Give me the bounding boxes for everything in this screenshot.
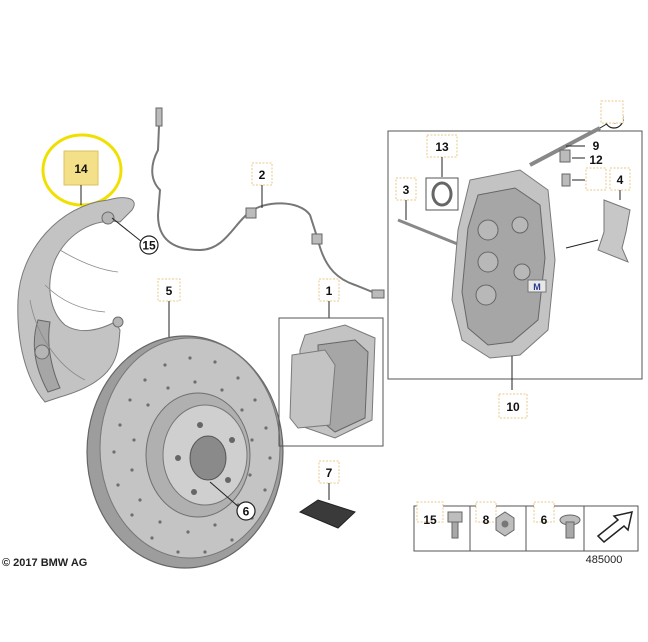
hardware-6[interactable]: 6	[541, 513, 548, 527]
diagram-number: 485000	[586, 554, 623, 566]
seal-ring	[431, 181, 453, 207]
callout-6-circle[interactable]	[236, 501, 256, 521]
highlight-ring	[41, 133, 123, 207]
bolt-6	[559, 514, 581, 539]
hardware-15[interactable]: 15	[423, 513, 437, 527]
label-3[interactable]: 3	[403, 183, 410, 197]
repair-kit-sachet	[298, 499, 356, 529]
brake-pads	[289, 324, 376, 439]
label-5[interactable]: 5	[166, 284, 173, 298]
bleed-screw	[529, 126, 601, 167]
guide-pin	[397, 218, 461, 247]
callout-15-circle[interactable]	[139, 235, 159, 255]
brake-caliper: M	[451, 169, 556, 359]
label-7[interactable]: 7	[326, 466, 333, 480]
pads-frame	[278, 317, 384, 447]
nut-8	[495, 511, 515, 537]
wear-sensor-cable	[151, 107, 385, 299]
hardware-8[interactable]: 8	[483, 513, 490, 527]
label-13[interactable]: 13	[435, 140, 449, 154]
label-14: 14	[74, 162, 88, 176]
brake-disc	[86, 335, 284, 569]
callout-6: 6	[243, 505, 250, 519]
caliper-m-badge: M	[533, 282, 541, 292]
label-1[interactable]: 1	[326, 284, 333, 298]
label-4[interactable]: 4	[617, 173, 624, 187]
arrow-icon	[596, 511, 633, 544]
label-10[interactable]: 10	[506, 400, 520, 414]
callout-15: 15	[142, 239, 156, 253]
bolt-15	[447, 511, 463, 539]
copyright: © 2017 BMW AG	[2, 557, 87, 569]
label-2[interactable]: 2	[259, 168, 266, 182]
caliper-frame	[387, 130, 643, 380]
label-12[interactable]: 12	[589, 153, 603, 167]
disc-vent-holes	[112, 356, 272, 554]
dust-shield	[17, 197, 135, 403]
pad-retaining-spring	[597, 199, 631, 263]
label-9[interactable]: 9	[593, 139, 600, 153]
